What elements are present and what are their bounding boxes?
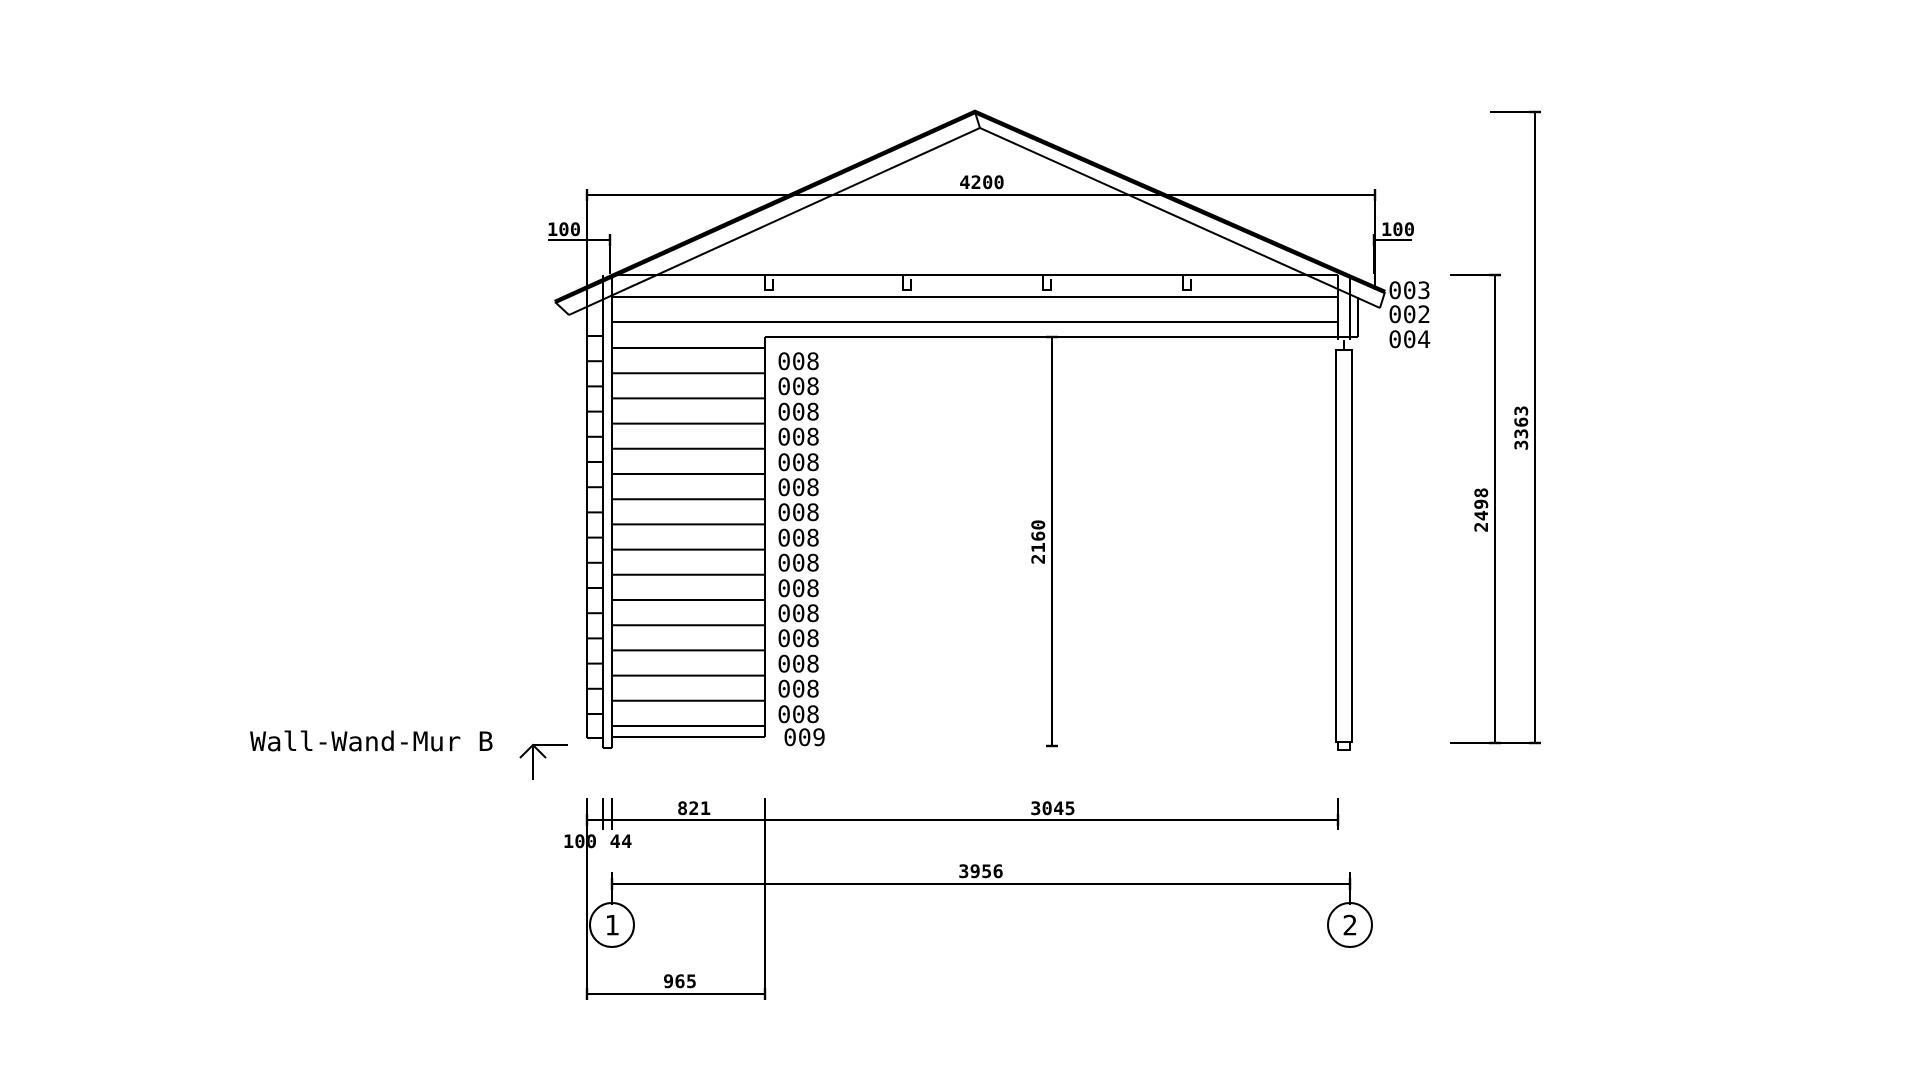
top-beams bbox=[612, 274, 1359, 338]
wall-code-008: 008 bbox=[777, 625, 820, 653]
axis-bubble-1 bbox=[589, 902, 635, 948]
dim-bottom-row1 bbox=[585, 798, 1340, 998]
wall-code-008: 008 bbox=[777, 600, 820, 628]
dim-text-821: 821 bbox=[677, 798, 711, 820]
roof bbox=[554, 109, 1386, 316]
wall-code-008: 008 bbox=[777, 650, 820, 678]
wall-code-008: 008 bbox=[777, 398, 820, 426]
wall-code-008: 008 bbox=[777, 676, 820, 704]
dim-axis-span bbox=[610, 872, 1352, 905]
dim-text-4200: 4200 bbox=[959, 172, 1005, 194]
section-arrow bbox=[519, 743, 568, 780]
code-009: 009 bbox=[783, 724, 826, 752]
dim-text-overhang-right: 100 bbox=[1381, 219, 1415, 241]
wall-code-008: 008 bbox=[777, 348, 820, 376]
dim-ridge-height bbox=[1490, 110, 1541, 745]
dim-text-44: 44 bbox=[610, 831, 633, 853]
dim-overall-width bbox=[585, 189, 1377, 320]
wall-code-008: 008 bbox=[777, 575, 820, 603]
dim-text-3363: 3363 bbox=[1511, 405, 1533, 451]
dim-overhang-left bbox=[548, 234, 612, 274]
wall-code-008: 008 bbox=[777, 550, 820, 578]
wall-code-labels: 0080080080080080080080080080080080080080… bbox=[777, 348, 820, 729]
section-label: Wall-Wand-Mur B bbox=[250, 727, 494, 758]
dim-text-3956: 3956 bbox=[958, 861, 1004, 883]
dim-text-2160: 2160 bbox=[1028, 519, 1050, 565]
right-post bbox=[1335, 275, 1353, 751]
axis-label-2: 2 bbox=[1342, 909, 1359, 942]
dim-text-100: 100 bbox=[563, 831, 597, 853]
wall-courses bbox=[587, 335, 765, 727]
code-002: 002 bbox=[1388, 301, 1431, 329]
wall-code-008: 008 bbox=[777, 373, 820, 401]
axis-label-1: 1 bbox=[604, 909, 621, 942]
code-003: 003 bbox=[1388, 277, 1431, 305]
axis-bubble-2 bbox=[1327, 902, 1373, 948]
dim-eave-height bbox=[1450, 273, 1540, 745]
left-wall bbox=[586, 275, 766, 749]
wall-code-008: 008 bbox=[777, 424, 820, 452]
wall-code-008: 008 bbox=[777, 449, 820, 477]
wall-code-008: 008 bbox=[777, 701, 820, 729]
code-004: 004 bbox=[1388, 326, 1431, 354]
wall-code-008: 008 bbox=[777, 474, 820, 502]
dim-text-2498: 2498 bbox=[1471, 487, 1493, 533]
dim-overhang-right bbox=[1372, 234, 1412, 274]
wall-code-008: 008 bbox=[777, 524, 820, 552]
dim-text-overhang-left: 100 bbox=[547, 219, 581, 241]
dim-text-965: 965 bbox=[663, 971, 697, 993]
wall-code-008: 008 bbox=[777, 499, 820, 527]
dim-text-3045: 3045 bbox=[1030, 798, 1076, 820]
